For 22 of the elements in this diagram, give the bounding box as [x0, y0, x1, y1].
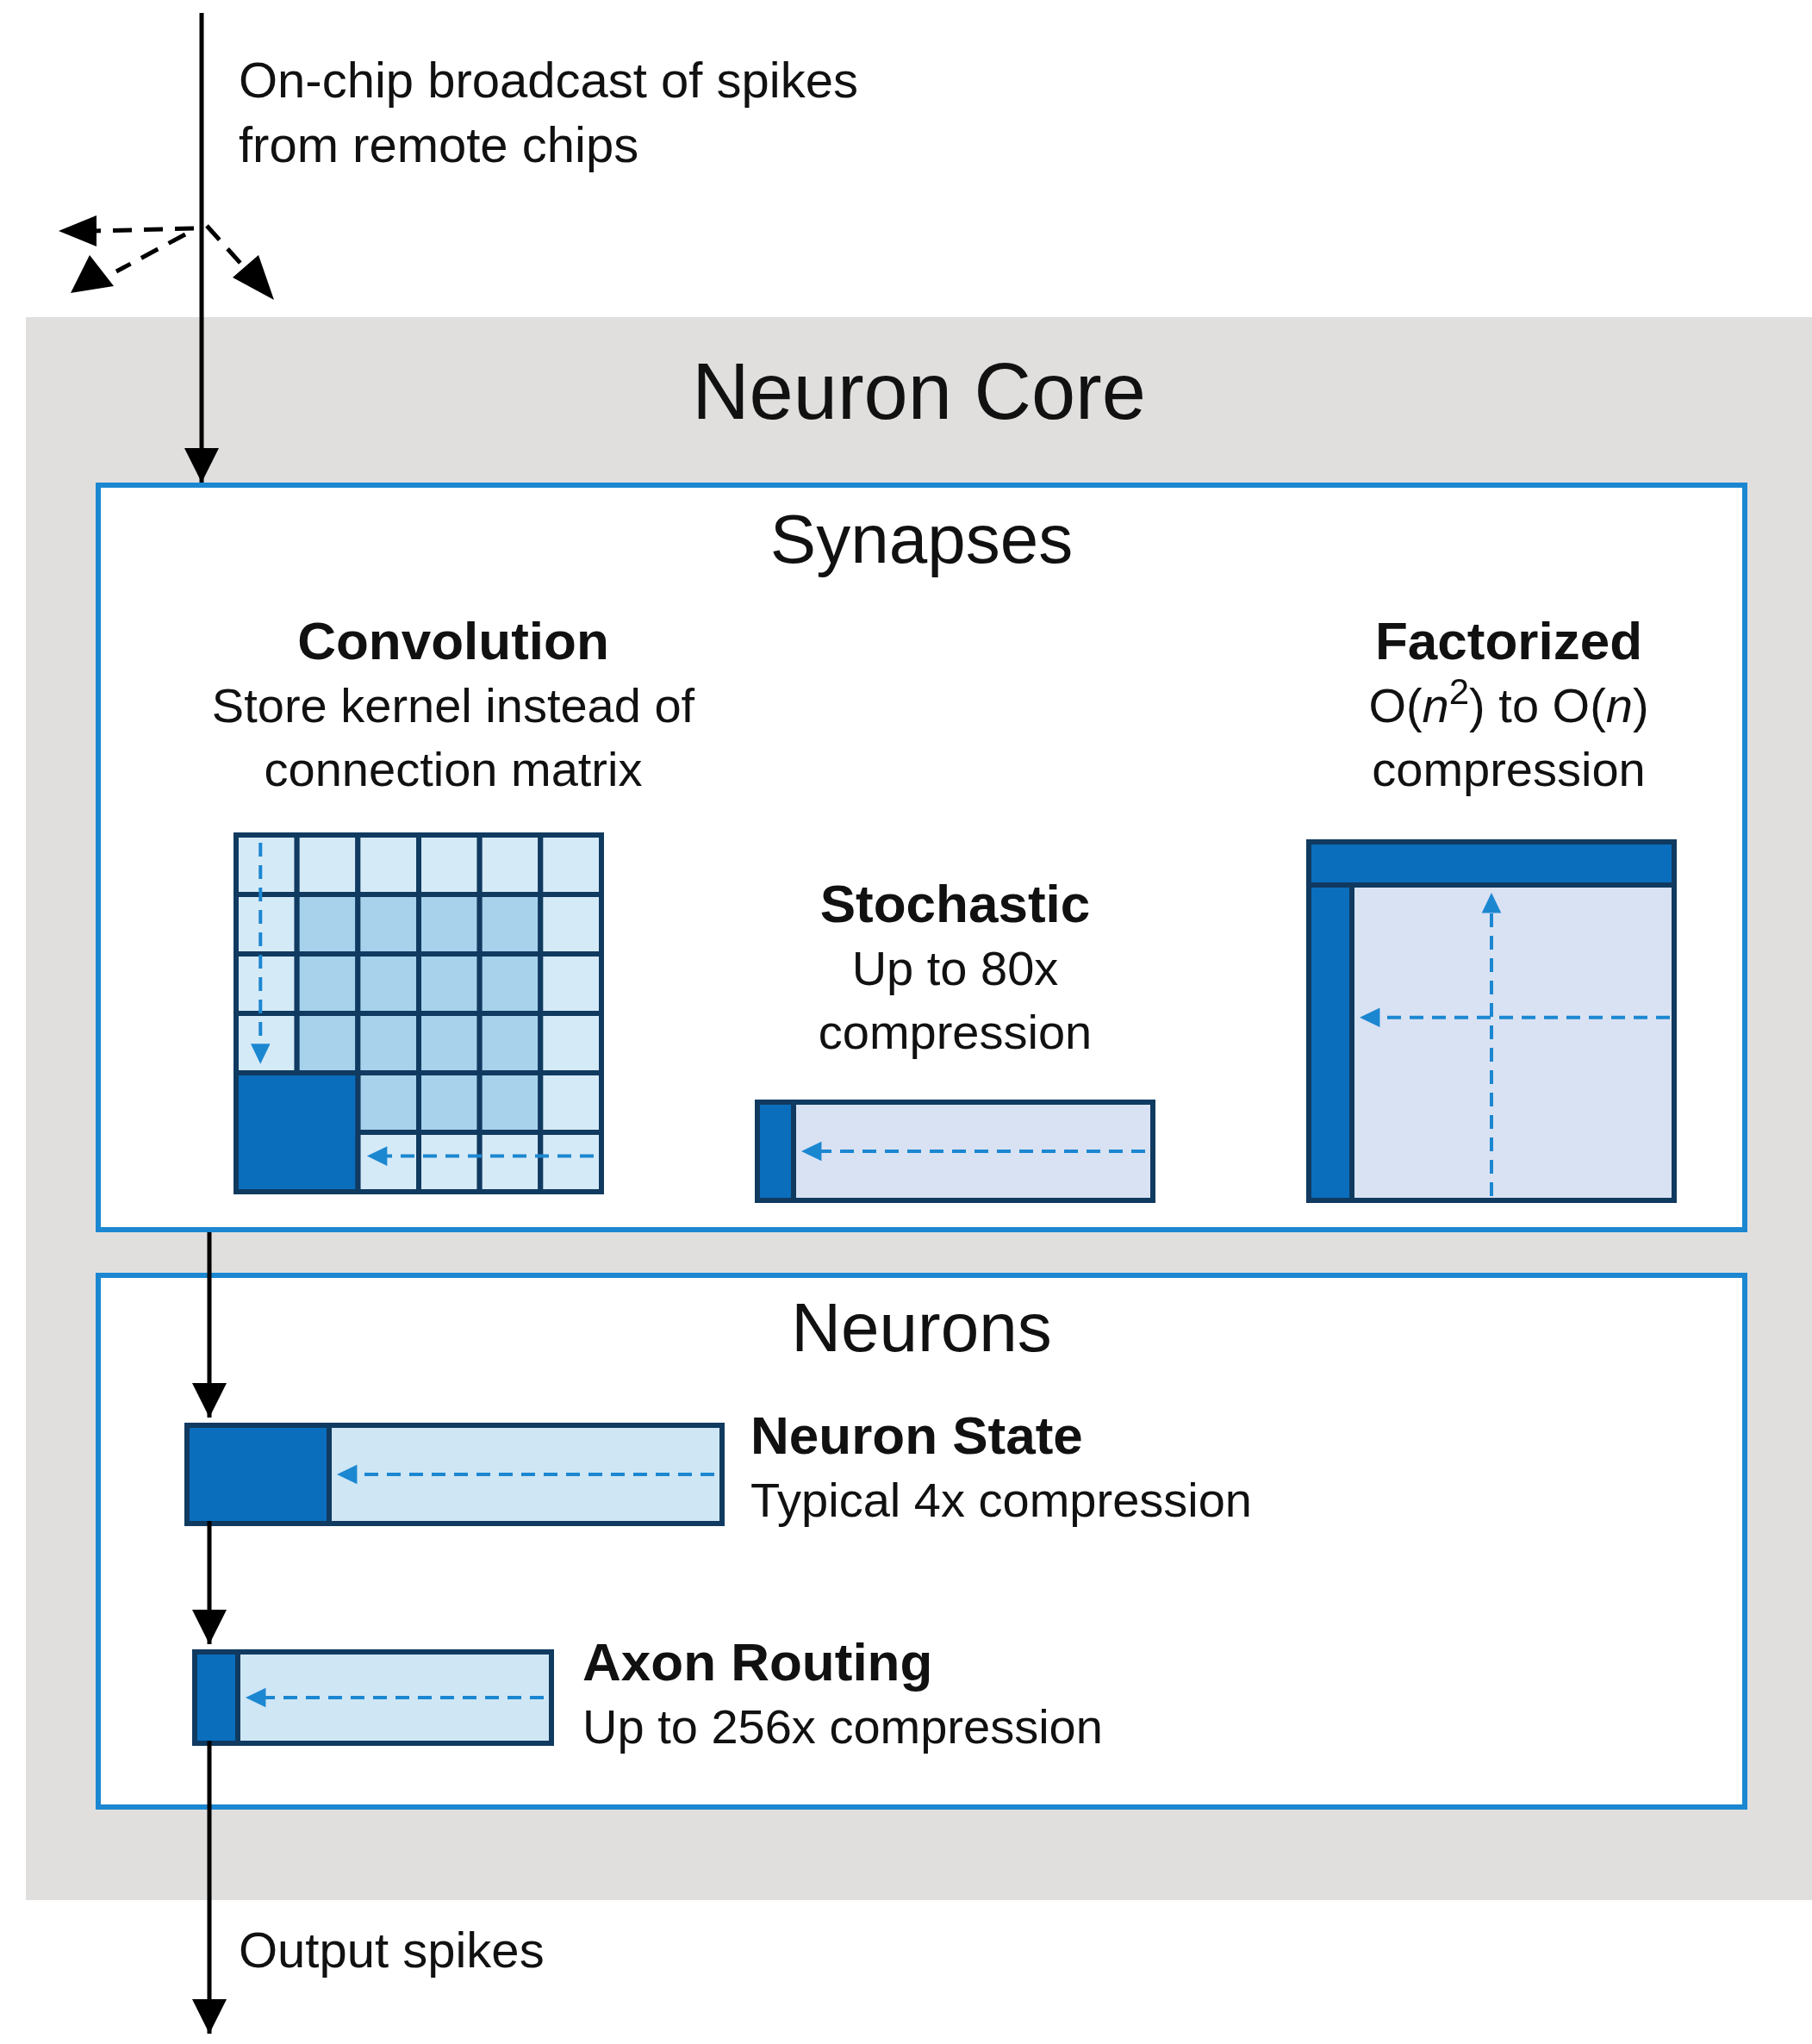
feature-heading: Neuron State	[750, 1405, 1084, 1467]
feature-description: Up to 256x compression	[582, 1698, 1104, 1755]
feature-heading: Factorized	[1373, 610, 1644, 672]
feature-description: O(n$^{2}$) to O(n) compression	[1367, 674, 1650, 798]
section-title: Neurons	[791, 1293, 1052, 1362]
arrow	[192, 1741, 227, 2034]
edge-label: Output spikes	[239, 1921, 545, 1979]
arrow	[192, 1232, 227, 1418]
feature-description: Up to 80x compression	[817, 940, 1093, 1061]
section-title: Neuron Core	[692, 352, 1146, 431]
core-panel	[26, 317, 1812, 1900]
kernel-grid	[234, 832, 604, 1194]
feature-description: Typical 4x compression	[750, 1472, 1253, 1529]
feature-description: Store kernel instead of connection matrix	[210, 677, 696, 798]
section-box	[96, 483, 1747, 1232]
feature-heading: Axon Routing	[582, 1631, 934, 1693]
arrow	[184, 13, 219, 483]
feature-heading: Stochastic	[819, 873, 1092, 935]
edge-label: On-chip broadcast of spikes from remote chips	[239, 51, 859, 174]
section-box	[96, 1273, 1747, 1810]
feature-heading: Convolution	[296, 610, 610, 672]
arrow	[192, 1521, 227, 1644]
